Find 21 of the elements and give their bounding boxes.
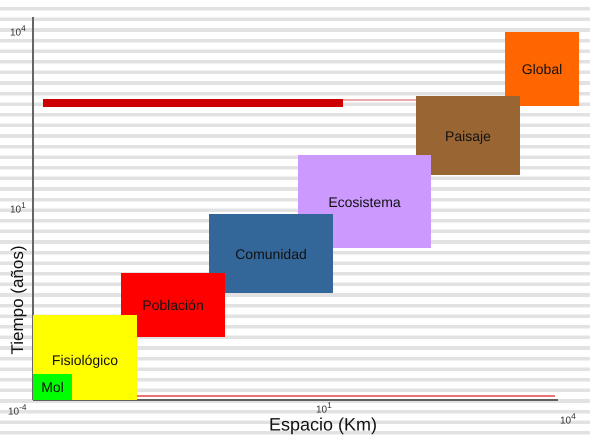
level-box (416, 96, 520, 175)
tick-label: 10$^{-4}$ (8, 402, 27, 418)
tick-label: 10$^{1}$ (316, 400, 332, 416)
level-label: Paisaje (445, 128, 491, 144)
axis-title: Espacio (Km) (268, 414, 378, 436)
level-box (505, 32, 579, 106)
level-box (33, 315, 137, 400)
level-label: Fisiológico (52, 352, 118, 368)
level-box (33, 374, 72, 400)
tick-label: 10$^{4}$ (10, 23, 26, 38)
tick-label: 10$^{1}$ (10, 200, 26, 216)
axis-title: Tiempo (años) (8, 246, 28, 354)
level-label: Comunidad (235, 246, 307, 262)
level-box (298, 155, 431, 248)
level-box (121, 273, 225, 337)
level-label: Global (522, 61, 562, 77)
level-label: Población (142, 297, 204, 313)
level-label: Mol (41, 379, 64, 395)
level-label: Ecosistema (328, 194, 401, 210)
level-box (209, 214, 333, 293)
tick-label: 10$^{4}$ (560, 411, 576, 426)
